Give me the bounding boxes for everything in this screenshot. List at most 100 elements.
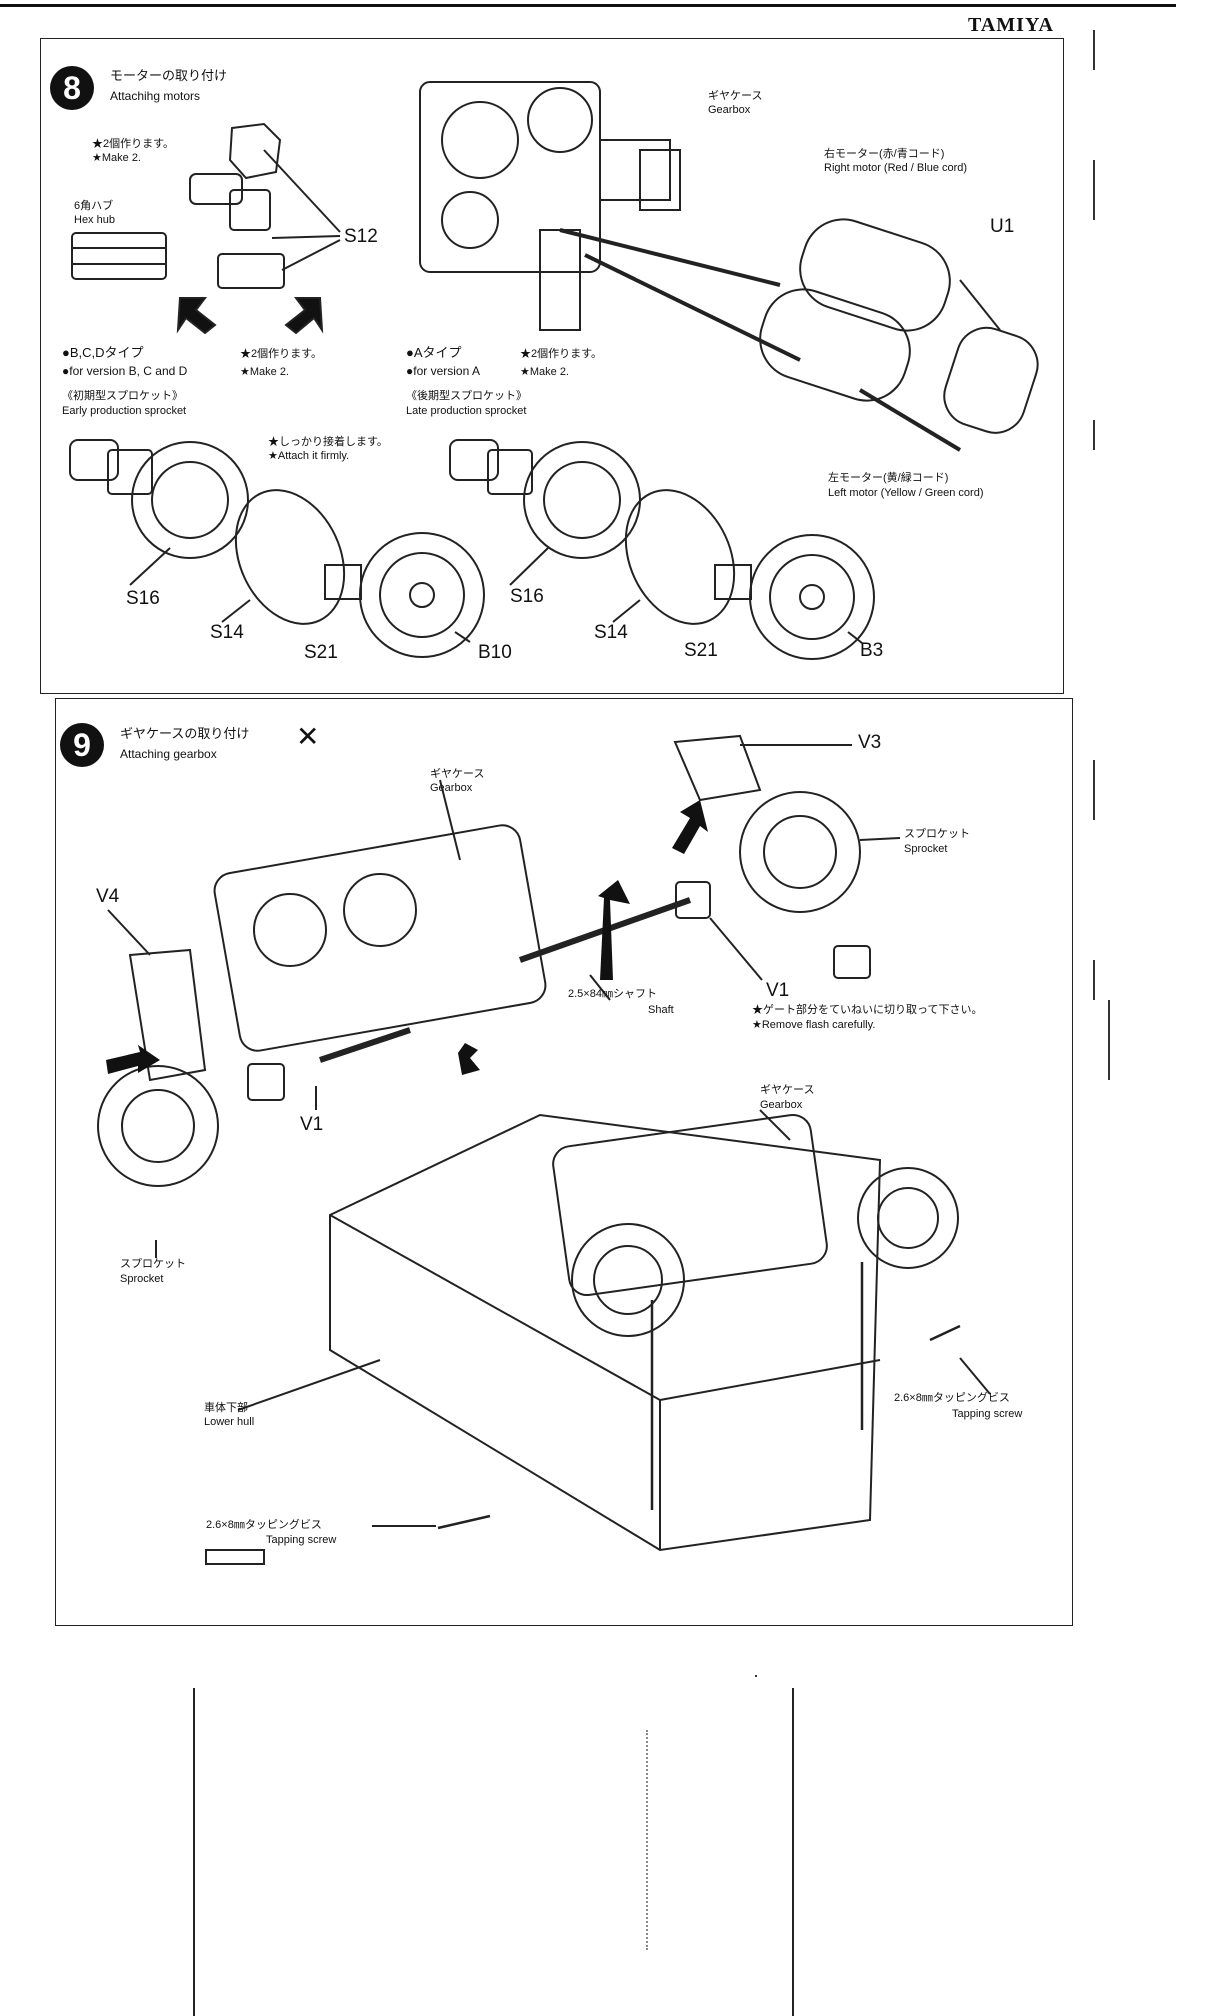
gearbox-upper xyxy=(213,824,547,1052)
lower-page-top-tick xyxy=(755,1675,757,1677)
step-8-title-jp: モーターの取り付け xyxy=(110,68,228,83)
right-motor-label-jp: 右モーター(赤/青コード) xyxy=(824,148,945,160)
margin-mark xyxy=(1093,160,1095,220)
remove-flash-jp: ★ゲート部分をていねいに切り取って下さい。 xyxy=(752,1004,983,1016)
gear-v1-left xyxy=(247,1063,285,1101)
attach-firmly-en: ★Attach it firmly. xyxy=(268,450,350,462)
arrow-v3 xyxy=(672,800,708,854)
part-v3: V3 xyxy=(858,732,882,753)
sprocket-b10 xyxy=(359,532,485,658)
gearbox-label-en: Gearbox xyxy=(708,104,751,116)
step-8-title-en: Attachihg motors xyxy=(110,89,201,103)
margin-mark xyxy=(1093,760,1095,820)
version-a-make-jp: ★2個作ります。 xyxy=(520,348,603,360)
motor-bracket xyxy=(943,326,1039,434)
margin-mark xyxy=(1108,1000,1110,1080)
make2-en: ★Make 2. xyxy=(92,152,141,164)
version-bcd-jp: ●B,C,Dタイプ xyxy=(62,345,144,360)
arrow-shaft xyxy=(598,880,630,980)
gearbox-low-jp: ギヤケース xyxy=(760,1084,815,1096)
lower-hull-jp: 車体下部 xyxy=(204,1402,248,1414)
screw-left-en: Tapping screw xyxy=(266,1534,337,1546)
lower-page-right-edge xyxy=(792,1688,794,2016)
gearbox-top-en: Gearbox xyxy=(430,782,473,794)
left-motor-label-jp: 左モーター(黄/緑コード) xyxy=(828,472,949,484)
early-sprocket-en: Early production sprocket xyxy=(62,405,187,417)
version-a-en: ●for version A xyxy=(406,364,480,378)
part-s16-left: S16 xyxy=(126,588,160,609)
gearbox-top-jp: ギヤケース xyxy=(430,768,485,780)
version-bcd-en: ●for version B, C and D xyxy=(62,364,188,378)
remove-flash-en: ★Remove flash carefully. xyxy=(752,1019,876,1031)
arrow-down-center xyxy=(458,1043,480,1075)
sprocket-s16-left xyxy=(131,441,249,559)
right-motor-label-en: Right motor (Red / Blue cord) xyxy=(824,162,968,174)
step-8-panel xyxy=(40,38,1064,694)
part-s12: S12 xyxy=(344,226,378,247)
part-s21-right: S21 xyxy=(684,640,718,661)
late-sprocket-en: Late production sprocket xyxy=(406,405,527,417)
attach-firmly-jp: ★しっかり接着します。 xyxy=(268,436,388,448)
part-s16-right: S16 xyxy=(510,586,544,607)
sprocket-lower-left xyxy=(571,1223,685,1337)
step-9-title-en: Attaching gearbox xyxy=(120,747,217,761)
part-s14-right: S14 xyxy=(594,622,628,643)
no-glue-icon: ✕ xyxy=(296,721,320,752)
sprocket-left-en: Sprocket xyxy=(120,1273,164,1285)
right-motor-drawing xyxy=(799,218,951,332)
lower-page-left-edge xyxy=(193,1688,195,2016)
margin-mark xyxy=(1093,30,1095,70)
part-b3: B3 xyxy=(860,640,884,661)
top-rule xyxy=(0,4,1176,7)
hex-hub-detail xyxy=(71,232,167,280)
sprocket-right xyxy=(739,791,861,913)
left-motor-drawing xyxy=(759,288,911,402)
hexhub-label-jp: 6角ハブ xyxy=(74,200,114,212)
margin-mark xyxy=(1093,960,1095,1000)
brand-logo: TAMIYA xyxy=(967,14,1054,36)
screw-left-jp: 2.6×8㎜タッピングビス xyxy=(206,1519,322,1531)
step-9-number: 9 xyxy=(60,723,104,767)
part-b10: B10 xyxy=(478,642,512,663)
part-u1: U1 xyxy=(990,216,1015,237)
step-9-title-jp: ギヤケースの取り付け xyxy=(120,726,250,741)
gear-v1-right xyxy=(675,881,711,919)
part-s14-left: S14 xyxy=(210,622,244,643)
hex-hub-part xyxy=(228,122,282,180)
gearbox-label-jp: ギヤケース xyxy=(708,90,763,102)
shaft-jp: 2.5×84㎜シャフト xyxy=(568,988,657,1000)
sprocket-b3 xyxy=(749,534,875,660)
hexhub-label-en: Hex hub xyxy=(74,214,115,226)
left-motor-label-en: Left motor (Yellow / Green cord) xyxy=(828,487,984,499)
early-sprocket-jp: 《初期型スプロケット》 xyxy=(62,390,183,402)
late-sprocket-jp: 《後期型スプロケット》 xyxy=(406,390,527,402)
lower-hull-drawing xyxy=(329,1113,882,1552)
ring-s14-right xyxy=(624,489,736,625)
tapping-screw-icon xyxy=(205,1549,265,1565)
scan-dots xyxy=(646,1730,650,1950)
plate-v4 xyxy=(128,948,207,1082)
gearbox-lower xyxy=(552,1113,828,1297)
lower-hull-en: Lower hull xyxy=(204,1416,255,1428)
version-bcd-make-jp: ★2個作ります。 xyxy=(240,348,323,360)
arrow-left xyxy=(106,1045,160,1074)
make2-jp: ★2個作ります。 xyxy=(92,138,175,150)
shaft-en: Shaft xyxy=(648,1004,674,1016)
ring-s14-left xyxy=(234,489,346,625)
plate-v3 xyxy=(673,734,762,802)
sprocket-left-jp: スプロケット xyxy=(120,1258,186,1270)
step-8-number: 8 xyxy=(50,66,94,110)
sprocket-right-en: Sprocket xyxy=(904,843,948,855)
screw-right-jp: 2.6×8㎜タッピングビス xyxy=(894,1392,1010,1404)
sprocket-left xyxy=(97,1065,219,1187)
version-bcd-make-en: ★Make 2. xyxy=(240,366,289,378)
sprocket-lower-right xyxy=(857,1167,959,1269)
version-a-jp: ●Aタイプ xyxy=(406,345,462,360)
screw-right-en: Tapping screw xyxy=(952,1408,1023,1420)
part-v4: V4 xyxy=(96,886,120,907)
sprocket-right-jp: スプロケット xyxy=(904,828,970,840)
gearbox-low-en: Gearbox xyxy=(760,1099,803,1111)
part-s21-left: S21 xyxy=(304,642,338,663)
